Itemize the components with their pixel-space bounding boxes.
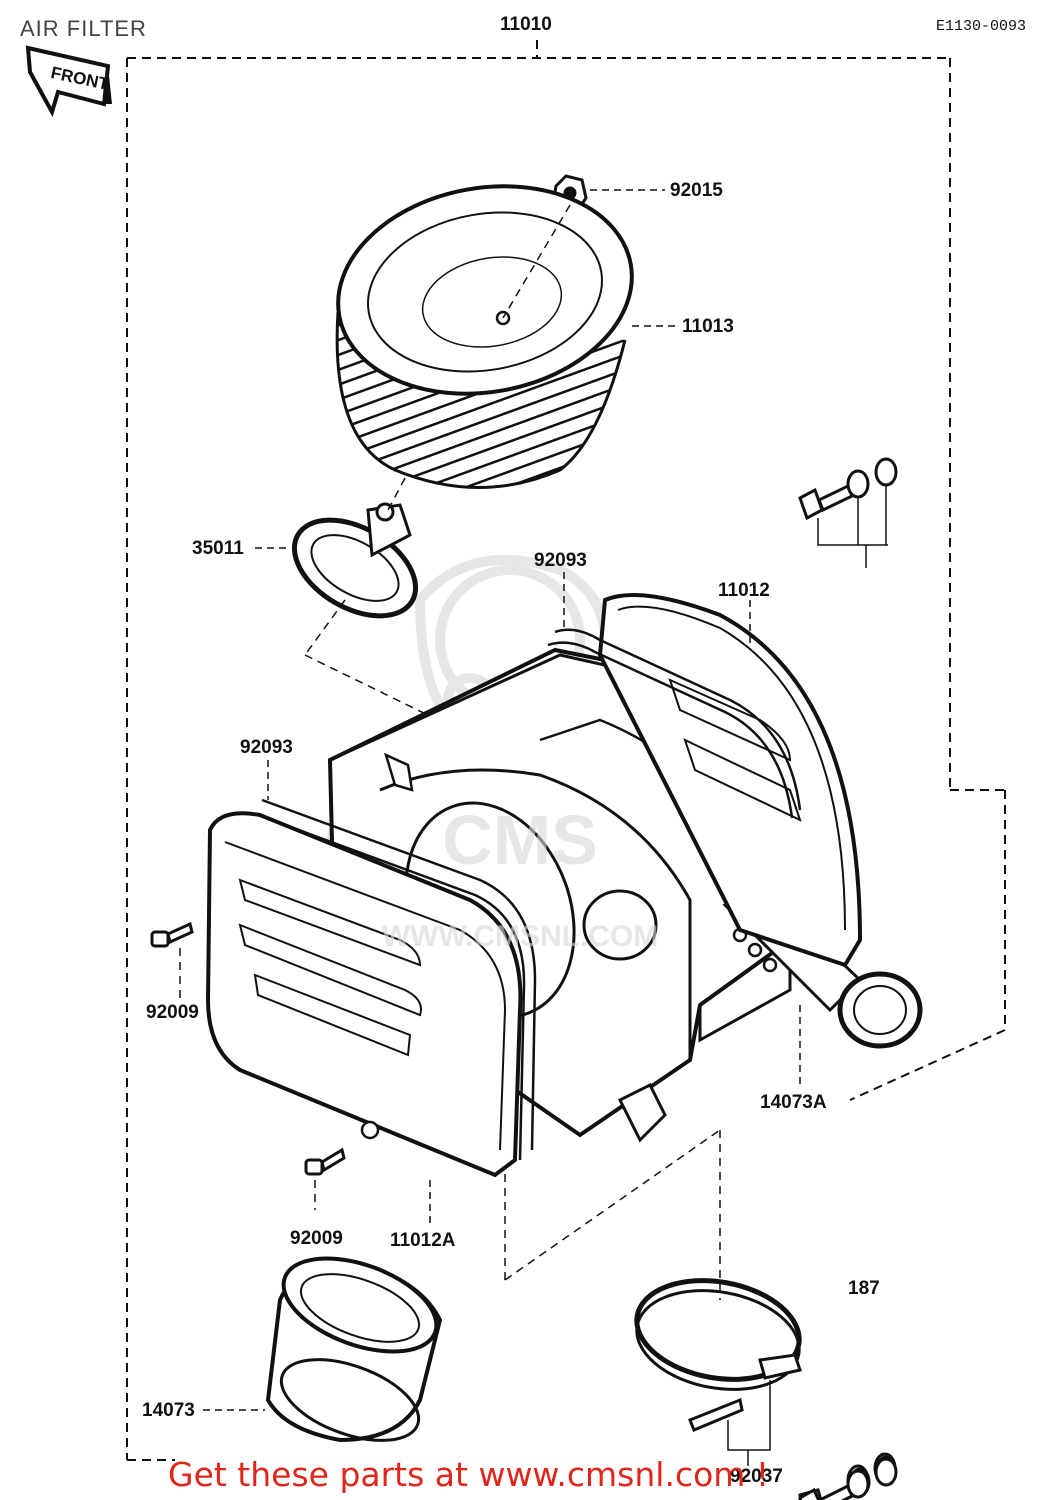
rubber-boot: [265, 1256, 443, 1443]
bolt-187: [798, 1457, 898, 1500]
hose-clamp: [634, 1278, 802, 1466]
part-label-35011[interactable]: 35011: [192, 538, 244, 559]
part-label-14073[interactable]: 14073: [142, 1400, 195, 1421]
screw-upper: [150, 921, 194, 948]
left-gasket: [257, 798, 537, 1161]
screw-lower: [304, 1147, 346, 1176]
part-label-92093-right[interactable]: 92093: [534, 550, 587, 571]
watermark-brand: CMS: [442, 801, 598, 879]
watermark-url: WWW.CMSNL.COM: [381, 920, 659, 953]
assembly-bracket: [126, 40, 1006, 1461]
diagram-title: AIR FILTER: [20, 16, 147, 41]
diagram-code: E1130-0093: [935, 18, 1026, 35]
part-label-92093-left[interactable]: 92093: [240, 737, 293, 758]
leader-lines: [203, 189, 801, 1411]
right-side-cover: [597, 593, 863, 968]
part-label-92015[interactable]: 92015: [670, 180, 723, 201]
bolt-187-leaders: [817, 485, 888, 568]
part-label-11013[interactable]: 11013: [682, 316, 734, 337]
filter-holder: [291, 502, 419, 619]
part-label-11012[interactable]: 11012: [718, 580, 770, 601]
right-gasket: [547, 628, 802, 819]
left-side-cover: [205, 811, 523, 1178]
part-label-92009-upper[interactable]: 92009: [146, 1002, 199, 1023]
bolt-187-drawn: [798, 457, 898, 521]
air-filter-element: [335, 184, 634, 489]
front-arrow-icon: FRONT: [25, 45, 112, 118]
part-label-11012A[interactable]: 11012A: [390, 1230, 456, 1251]
promo-link[interactable]: Get these parts at www.cmsnl.com !: [168, 1455, 770, 1494]
part-label-92037[interactable]: 92037: [730, 1466, 783, 1487]
part-label-14073A[interactable]: 14073A: [760, 1092, 827, 1113]
part-label-187[interactable]: 187: [848, 1278, 880, 1299]
part-label-11010[interactable]: 11010: [500, 14, 552, 35]
part-label-92009-lower[interactable]: 92009: [290, 1228, 343, 1249]
